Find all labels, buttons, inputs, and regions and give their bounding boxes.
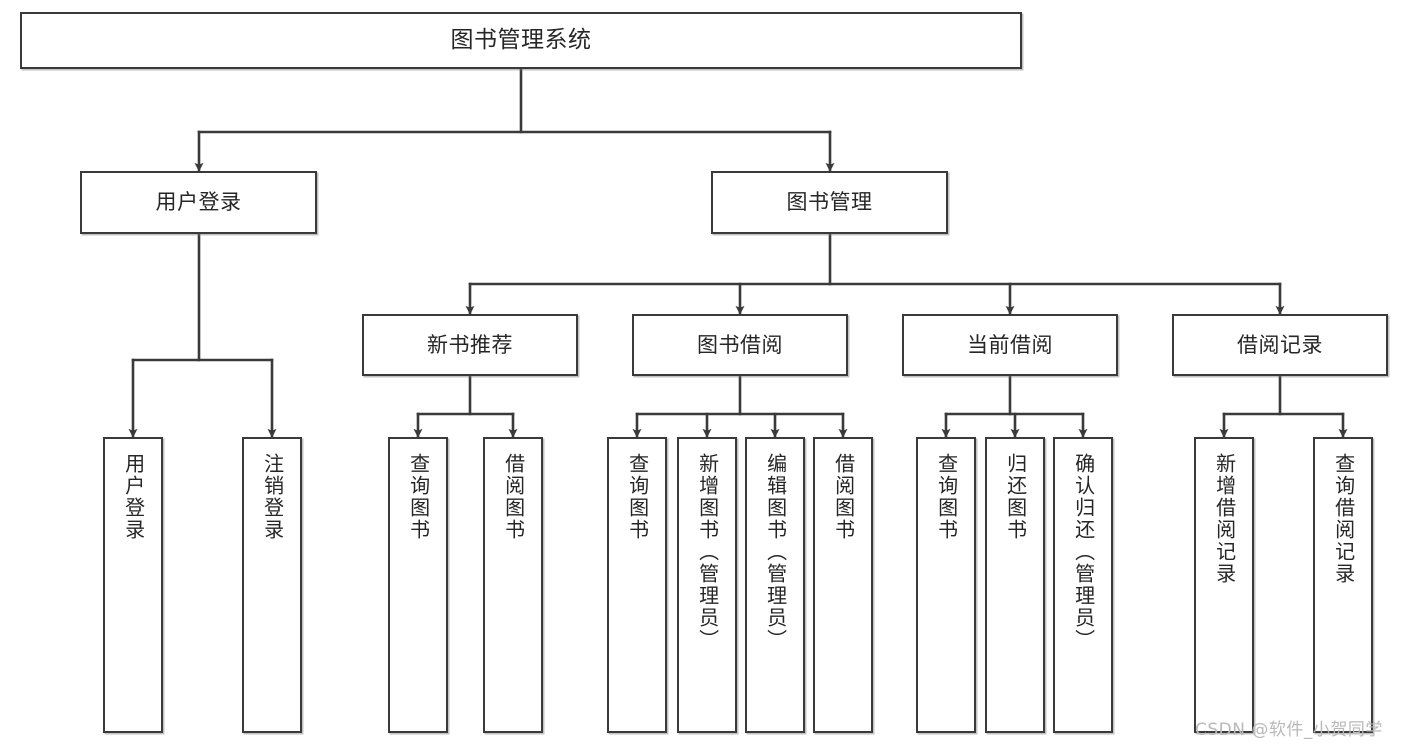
node-leaf-query-book-1: 查询图书 bbox=[388, 437, 448, 733]
node-label-leaf-borrow-book-1: 借阅图书 bbox=[501, 453, 526, 541]
node-leaf-confirm-return: 确认归还（管理员） bbox=[1053, 437, 1113, 733]
node-leaf-add-book: 新增图书（管理员） bbox=[677, 437, 737, 733]
node-leaf-logout: 注销登录 bbox=[242, 437, 302, 733]
node-leaf-query-record: 查询借阅记录 bbox=[1313, 437, 1373, 733]
node-leaf-user-login: 用户登录 bbox=[103, 437, 163, 733]
node-leaf-borrow-book-2: 借阅图书 bbox=[813, 437, 873, 733]
csdn-watermark: CSDN @软件_小贺同学 bbox=[1195, 720, 1383, 740]
node-label-user-login: 用户登录 bbox=[155, 190, 242, 215]
node-label-leaf-query-book-1: 查询图书 bbox=[406, 453, 431, 541]
node-new-book-rec: 新书推荐 bbox=[362, 314, 578, 376]
node-label-leaf-query-book-2: 查询图书 bbox=[625, 453, 650, 541]
node-leaf-add-record: 新增借阅记录 bbox=[1194, 437, 1254, 733]
node-label-leaf-logout: 注销登录 bbox=[260, 453, 285, 541]
node-label-current-borrow: 当前借阅 bbox=[967, 332, 1053, 357]
node-label-leaf-borrow-book-2: 借阅图书 bbox=[831, 453, 856, 541]
node-leaf-return-book: 归还图书 bbox=[985, 437, 1045, 733]
node-label-leaf-edit-book: 编辑图书（管理员） bbox=[763, 453, 788, 651]
node-leaf-query-book-3: 查询图书 bbox=[916, 437, 976, 733]
node-borrow-record: 借阅记录 bbox=[1172, 314, 1388, 376]
node-leaf-borrow-book-1: 借阅图书 bbox=[483, 437, 543, 733]
node-label-book-manage: 图书管理 bbox=[786, 190, 873, 215]
node-label-new-book-rec: 新书推荐 bbox=[427, 332, 513, 357]
node-label-borrow-record: 借阅记录 bbox=[1237, 332, 1323, 357]
node-user-login: 用户登录 bbox=[80, 171, 317, 234]
node-label-leaf-confirm-return: 确认归还（管理员） bbox=[1071, 453, 1096, 651]
node-label-leaf-query-record: 查询借阅记录 bbox=[1331, 453, 1356, 585]
node-label-leaf-add-record: 新增借阅记录 bbox=[1212, 453, 1237, 585]
node-book-borrow: 图书借阅 bbox=[632, 314, 848, 376]
node-leaf-edit-book: 编辑图书（管理员） bbox=[745, 437, 805, 733]
node-label-leaf-query-book-3: 查询图书 bbox=[934, 453, 959, 541]
node-current-borrow: 当前借阅 bbox=[902, 314, 1118, 376]
node-label-leaf-return-book: 归还图书 bbox=[1003, 453, 1028, 541]
node-book-manage: 图书管理 bbox=[711, 171, 948, 234]
node-label-leaf-add-book: 新增图书（管理员） bbox=[695, 453, 720, 651]
node-leaf-query-book-2: 查询图书 bbox=[607, 437, 667, 733]
node-root: 图书管理系统 bbox=[20, 12, 1022, 69]
node-label-leaf-user-login: 用户登录 bbox=[121, 453, 146, 541]
node-label-root: 图书管理系统 bbox=[450, 26, 592, 53]
node-label-book-borrow: 图书借阅 bbox=[697, 332, 783, 357]
